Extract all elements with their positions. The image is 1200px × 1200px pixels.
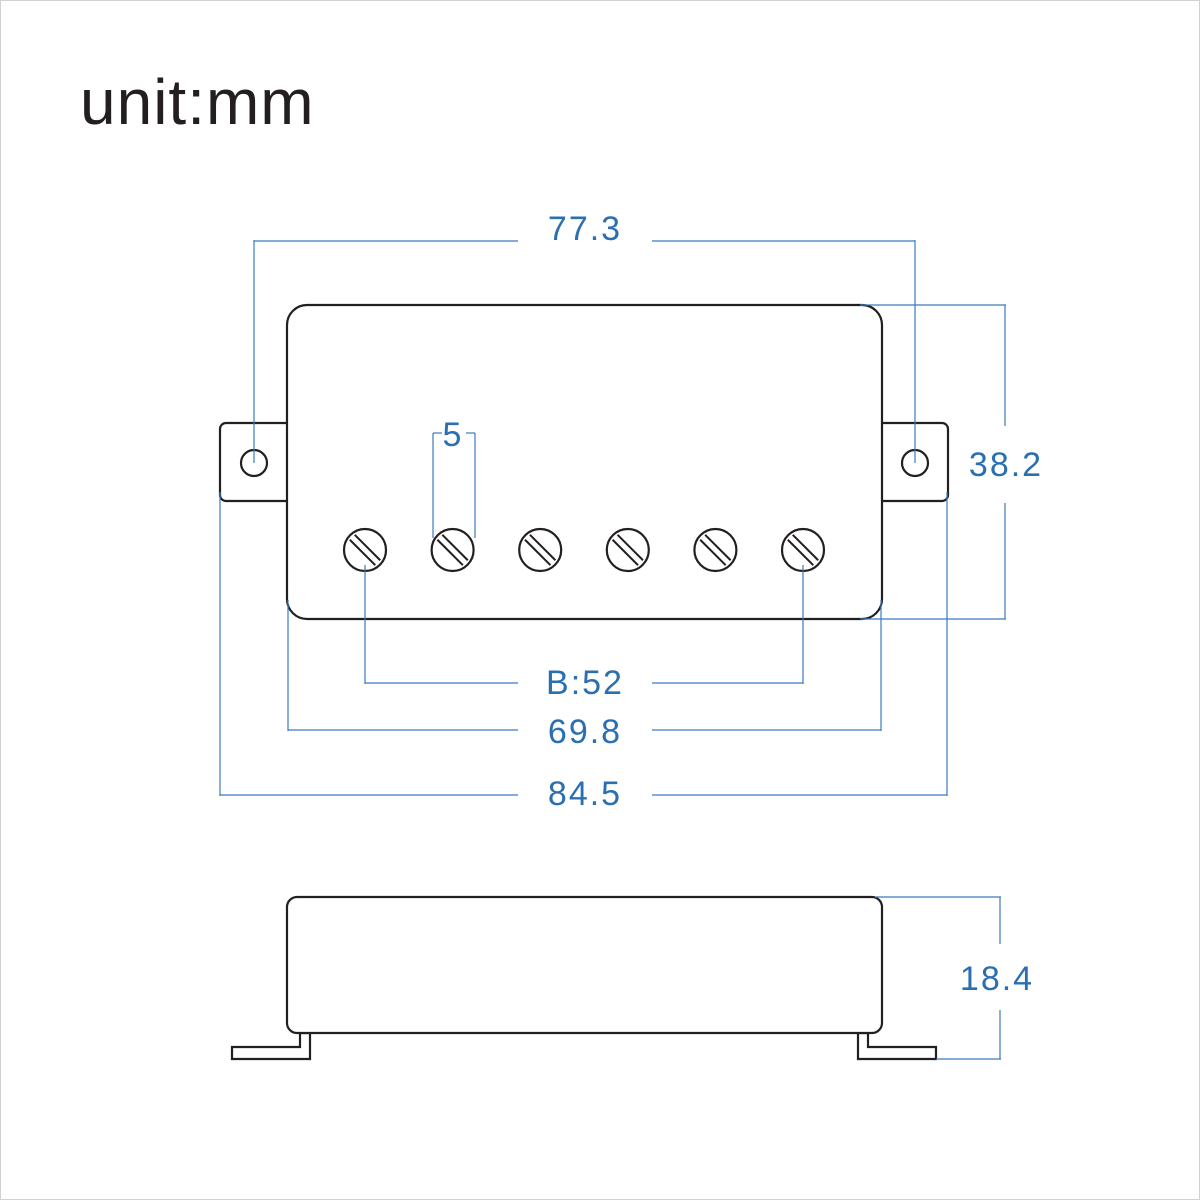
dim-side-height: 18.4 xyxy=(875,896,1034,1060)
dim-label-84-5: 84.5 xyxy=(548,775,622,813)
dim-height: 38.2 xyxy=(860,304,1043,620)
dim-label-b52: B:52 xyxy=(546,664,624,702)
pole-screw xyxy=(342,527,388,573)
pole-screws xyxy=(342,527,826,573)
dim-cover-width: 69.8 xyxy=(287,600,882,751)
dim-label-77-3: 77.3 xyxy=(548,210,622,248)
pole-screw xyxy=(518,527,563,573)
dim-overall-width: 84.5 xyxy=(219,492,948,813)
pickup-cover-top xyxy=(285,303,884,621)
pickup-cover-side xyxy=(285,895,884,1035)
dim-label-38-2: 38.2 xyxy=(969,446,1043,484)
pole-screw xyxy=(430,527,475,573)
right-side-foot xyxy=(856,1031,938,1061)
dim-label-18-4: 18.4 xyxy=(960,960,1034,998)
dim-label-69-8: 69.8 xyxy=(548,713,622,751)
left-side-foot xyxy=(230,1031,312,1061)
dim-label-5: 5 xyxy=(443,416,464,454)
pickup-side-view xyxy=(230,895,938,1061)
dim-pole-spacing: 5 xyxy=(432,416,476,538)
dim-bass-pole-span: B:52 xyxy=(364,565,804,702)
dim-mount-hole-spacing: 77.3 xyxy=(253,210,916,463)
pole-screw xyxy=(605,527,650,573)
pole-screw xyxy=(780,527,826,573)
pole-screw xyxy=(693,527,738,573)
unit-label: unit:mm xyxy=(80,66,315,138)
